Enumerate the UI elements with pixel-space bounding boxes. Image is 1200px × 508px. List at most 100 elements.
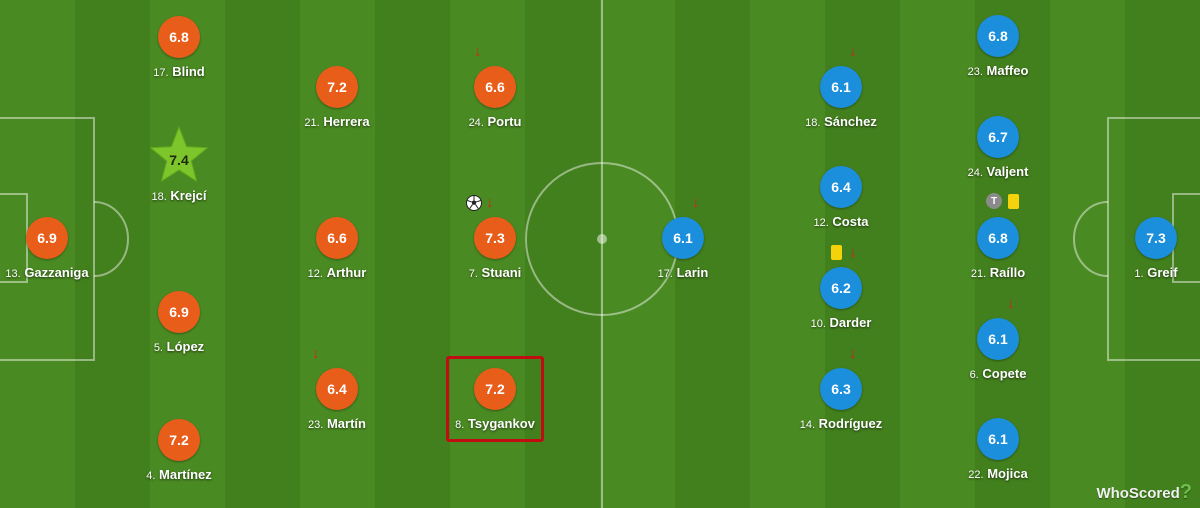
sub-off-arrow-icon: ↓ bbox=[849, 345, 857, 362]
rating-badge: 6.1 bbox=[977, 318, 1019, 360]
right-penalty-arc bbox=[1073, 201, 1109, 277]
rating-badge: 6.1 bbox=[977, 418, 1019, 460]
shirt-number: 12. bbox=[813, 217, 829, 229]
player-copete[interactable]: 6.1 6. Copete bbox=[928, 318, 1068, 381]
shirt-number: 8. bbox=[455, 419, 465, 431]
player-name: Mojica bbox=[987, 466, 1028, 481]
player-larin[interactable]: 6.1 17. Larin bbox=[613, 217, 753, 280]
player-raillo[interactable]: 6.8 21. Raíllo bbox=[928, 217, 1068, 280]
player-name: Sánchez bbox=[824, 114, 877, 129]
rating-badge: 6.8 bbox=[158, 16, 200, 58]
player-mojica[interactable]: 6.1 22. Mojica bbox=[928, 418, 1068, 481]
shirt-number: 17. bbox=[657, 268, 673, 280]
player-label: 17. Larin bbox=[613, 265, 753, 280]
player-martinez[interactable]: 7.2 4. Martínez bbox=[109, 419, 249, 482]
shirt-number: 18. bbox=[805, 117, 821, 129]
player-darder[interactable]: 6.2 10. Darder bbox=[771, 267, 911, 330]
rating-badge: 6.4 bbox=[820, 166, 862, 208]
player-greif[interactable]: 7.3 1. Greif bbox=[1086, 217, 1200, 280]
player-label: 12. Arthur bbox=[267, 265, 407, 280]
player-name: Costa bbox=[832, 214, 869, 229]
player-maffeo[interactable]: 6.8 23. Maffeo bbox=[928, 15, 1068, 78]
player-lopez[interactable]: 6.9 5. López bbox=[109, 291, 249, 354]
shirt-number: 4. bbox=[146, 470, 156, 482]
rating-badge: 6.8 bbox=[977, 15, 1019, 57]
player-label: 4. Martínez bbox=[109, 467, 249, 482]
player-label: 24. Valjent bbox=[928, 164, 1068, 179]
motm-star-badge: 7.4 bbox=[146, 124, 212, 190]
player-stuani[interactable]: 7.3 7. Stuani bbox=[425, 217, 565, 280]
rating-badge: 6.1 bbox=[820, 66, 862, 108]
shirt-number: 10. bbox=[810, 318, 826, 330]
sub-off-arrow-icon: ↓ bbox=[849, 244, 857, 261]
star-icon bbox=[149, 125, 209, 183]
player-name: Copete bbox=[982, 366, 1027, 381]
rating-badge: 6.9 bbox=[158, 291, 200, 333]
player-name: Blind bbox=[172, 64, 205, 79]
player-label: 12. Costa bbox=[771, 214, 911, 229]
player-name: Valjent bbox=[986, 164, 1029, 179]
player-label: 13. Gazzaniga bbox=[0, 265, 117, 280]
player-herrera[interactable]: 7.2 21. Herrera bbox=[267, 66, 407, 129]
player-label: 21. Raíllo bbox=[928, 265, 1068, 280]
player-name: López bbox=[166, 339, 205, 354]
soccer-ball-icon bbox=[466, 195, 482, 211]
player-name: Tsygankov bbox=[467, 416, 535, 431]
sub-off-arrow-icon: ↓ bbox=[486, 194, 494, 211]
player-label: 18. Sánchez bbox=[771, 114, 911, 129]
sub-off-arrow-icon: ↓ bbox=[474, 43, 482, 60]
player-arthur[interactable]: 6.6 12. Arthur bbox=[267, 217, 407, 280]
player-tsygankov[interactable]: 7.2 8. Tsygankov bbox=[425, 368, 565, 431]
center-spot bbox=[597, 234, 607, 244]
player-label: 1. Greif bbox=[1086, 265, 1200, 280]
shirt-number: 7. bbox=[468, 268, 478, 280]
rating-badge: 7.3 bbox=[1135, 217, 1177, 259]
captain-icon: T bbox=[986, 193, 1002, 209]
player-label: 6. Copete bbox=[928, 366, 1068, 381]
rating-badge: 6.4 bbox=[316, 368, 358, 410]
yellow-card-icon bbox=[831, 245, 842, 260]
player-gazzaniga[interactable]: 6.9 13. Gazzaniga bbox=[0, 217, 117, 280]
rating-badge: 6.7 bbox=[977, 116, 1019, 158]
player-valjent[interactable]: 6.7 24. Valjent bbox=[928, 116, 1068, 179]
sub-off-arrow-icon: ↓ bbox=[1007, 295, 1015, 312]
player-name: Arthur bbox=[326, 265, 367, 280]
player-name: Portu bbox=[487, 114, 522, 129]
rating-value: 7.4 bbox=[169, 152, 189, 168]
player-martin[interactable]: 6.4 23. Martín bbox=[267, 368, 407, 431]
player-name: Rodríguez bbox=[818, 416, 883, 431]
player-krejci[interactable]: 7.4 18. Krejcí bbox=[109, 124, 249, 203]
player-name: Gazzaniga bbox=[24, 265, 89, 280]
shirt-number: 22. bbox=[968, 469, 984, 481]
player-costa[interactable]: 6.4 12. Costa bbox=[771, 166, 911, 229]
rating-badge: 6.6 bbox=[474, 66, 516, 108]
rating-badge: 6.1 bbox=[662, 217, 704, 259]
yellow-card-icon bbox=[1008, 194, 1019, 209]
player-label: 23. Martín bbox=[267, 416, 407, 431]
shirt-number: 13. bbox=[5, 268, 21, 280]
player-name: Raíllo bbox=[989, 265, 1026, 280]
left-penalty-arc bbox=[93, 201, 129, 277]
rating-badge: 7.2 bbox=[316, 66, 358, 108]
shirt-number: 6. bbox=[969, 369, 979, 381]
player-label: 10. Darder bbox=[771, 315, 911, 330]
player-portu[interactable]: 6.6 24. Portu bbox=[425, 66, 565, 129]
player-rodriguez[interactable]: 6.3 14. Rodríguez bbox=[771, 368, 911, 431]
player-label: 8. Tsygankov bbox=[425, 416, 565, 431]
rating-badge: 6.8 bbox=[977, 217, 1019, 259]
shirt-number: 12. bbox=[307, 268, 323, 280]
player-label: 14. Rodríguez bbox=[771, 416, 911, 431]
rating-badge: 6.9 bbox=[26, 217, 68, 259]
player-label: 21. Herrera bbox=[267, 114, 407, 129]
shirt-number: 23. bbox=[308, 419, 324, 431]
player-label: 22. Mojica bbox=[928, 466, 1068, 481]
player-blind[interactable]: 6.8 17. Blind bbox=[109, 16, 249, 79]
logo-mark: ? bbox=[1179, 481, 1192, 503]
shirt-number: 21. bbox=[304, 117, 320, 129]
player-label: 17. Blind bbox=[109, 64, 249, 79]
shirt-number: 5. bbox=[153, 342, 163, 354]
whoscored-logo: WhoScored? bbox=[1096, 481, 1192, 504]
player-name: Darder bbox=[829, 315, 872, 330]
shirt-number: 21. bbox=[970, 268, 987, 280]
player-sanchez[interactable]: 6.1 18. Sánchez bbox=[771, 66, 911, 129]
